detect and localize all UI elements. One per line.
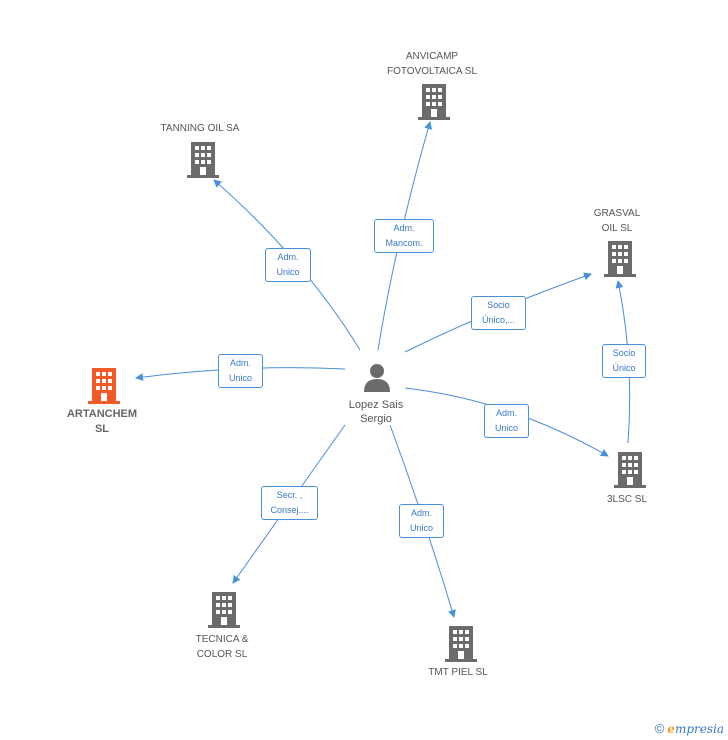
- company-name-line2: SL: [94, 423, 110, 435]
- relation-line1: Adm.: [229, 358, 251, 368]
- relation-line1: Adm.: [393, 223, 415, 233]
- company-label-tmt: TMT PIEL SL: [428, 665, 487, 680]
- company-name-line1: ARTANCHEM: [66, 408, 138, 420]
- company-name-line1: 3LSC SL: [606, 494, 648, 505]
- brand-rest: mpresia: [674, 721, 724, 736]
- building-icon-grasval[interactable]: [604, 241, 636, 277]
- company-label-anvicamp: ANVICAMP FOTOVOLTAICA SL: [387, 49, 477, 79]
- company-label-artanchem: ARTANCHEM SL: [67, 407, 137, 437]
- relation-line1: Socio: [487, 300, 510, 310]
- company-name-line2: COLOR SL: [196, 649, 248, 660]
- building-icon-tmt[interactable]: [445, 626, 477, 662]
- company-name-line1: TECNICA &: [195, 634, 249, 645]
- building-icon-3lsc[interactable]: [614, 452, 646, 488]
- person-label: Lopez Sais Sergio: [349, 398, 403, 426]
- relation-line2: Único,...: [481, 315, 515, 325]
- company-label-3lsc: 3LSC SL: [607, 492, 647, 507]
- relation-line2: Mancom.: [385, 238, 423, 248]
- brand-initial: e: [667, 721, 675, 736]
- relation-label-artanchem[interactable]: Adm. Unico: [218, 354, 263, 388]
- brand-logo: empresia: [667, 722, 724, 736]
- company-name-line1: ANVICAMP: [405, 51, 459, 62]
- company-name-line2: OIL SL: [601, 223, 633, 234]
- building-icon-anvicamp[interactable]: [418, 84, 450, 120]
- relation-line1: Adm.: [495, 408, 517, 418]
- relation-label-tmt[interactable]: Adm. Unico: [399, 504, 444, 538]
- company-name-line2: FOTOVOLTAICA SL: [386, 66, 478, 77]
- relation-label-3lsc-grasval[interactable]: Socio Único: [602, 344, 646, 378]
- person-name-line1: Lopez Sais: [348, 399, 404, 411]
- relation-line2: Unico: [276, 267, 300, 277]
- company-name-line1: TANNING OIL SA: [160, 123, 240, 134]
- relation-label-anvicamp[interactable]: Adm. Mancom.: [374, 219, 434, 253]
- relation-line1: Adm.: [410, 508, 432, 518]
- footer-brand: © empresia: [655, 721, 724, 736]
- relation-label-grasval[interactable]: Socio Único,...: [471, 296, 526, 330]
- company-label-grasval: GRASVAL OIL SL: [594, 206, 641, 236]
- relation-line1: Adm.: [277, 252, 299, 262]
- copyright-symbol: ©: [654, 721, 665, 736]
- company-label-tecnica: TECNICA & COLOR SL: [196, 632, 249, 662]
- relation-line2: Consej....: [270, 505, 309, 515]
- relation-line2: Unico: [228, 373, 252, 383]
- relation-label-tanning[interactable]: Adm. Unico: [265, 248, 311, 282]
- building-icon-artanchem[interactable]: [88, 368, 120, 404]
- relation-line1: Socio: [612, 348, 636, 358]
- relation-label-3lsc[interactable]: Adm. Unico: [484, 404, 529, 438]
- company-name-line1: GRASVAL: [593, 208, 641, 219]
- person-name-line2: Sergio: [360, 413, 392, 425]
- building-icon-tanning[interactable]: [187, 142, 219, 178]
- relation-line2: Unico: [409, 523, 433, 533]
- relation-line2: Único: [612, 363, 636, 373]
- person-icon[interactable]: [362, 362, 392, 392]
- company-label-tanning: TANNING OIL SA: [161, 121, 240, 136]
- relation-label-tecnica[interactable]: Secr. , Consej....: [261, 486, 318, 520]
- relation-line1: Secr. ,: [276, 490, 303, 500]
- relation-line2: Unico: [494, 423, 518, 433]
- building-icon-tecnica[interactable]: [208, 592, 240, 628]
- company-name-line1: TMT PIEL SL: [428, 667, 488, 678]
